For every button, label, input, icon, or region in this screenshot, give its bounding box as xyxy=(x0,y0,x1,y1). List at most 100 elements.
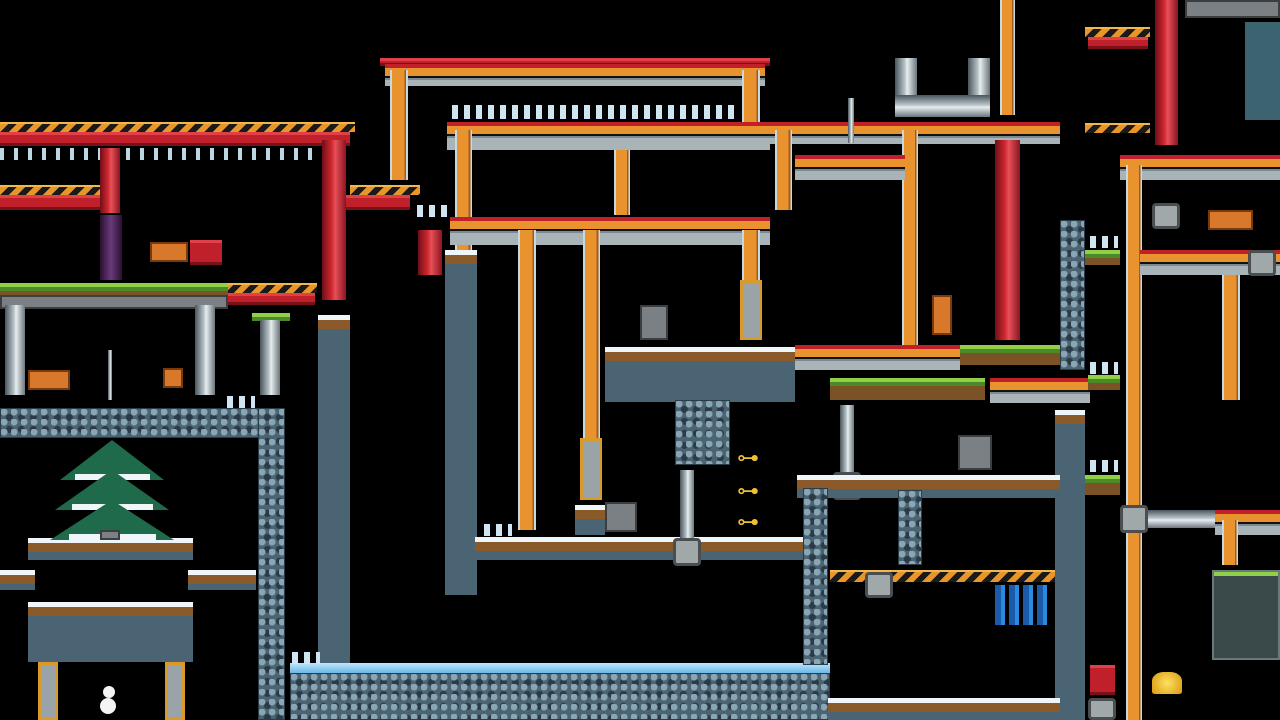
orange-pillar xyxy=(1000,0,1015,115)
red-pipe xyxy=(1155,0,1178,145)
pipe-joint xyxy=(865,572,893,598)
support-pillar xyxy=(195,305,215,395)
orange-pillar xyxy=(1126,165,1142,720)
hazard-beam xyxy=(225,283,317,293)
red-beam xyxy=(1088,37,1148,49)
grass-ledge xyxy=(1088,375,1120,390)
spikes xyxy=(1088,236,1118,248)
hazard-beam xyxy=(1085,27,1150,37)
block-row xyxy=(0,295,228,309)
orange-pillar xyxy=(902,130,918,355)
red-beam xyxy=(0,195,100,210)
pipe-joint xyxy=(673,538,701,566)
grass-ledge xyxy=(1085,250,1120,265)
arrow-sign-icon xyxy=(28,370,70,390)
girder xyxy=(385,64,765,86)
grass-ledge xyxy=(1085,475,1120,495)
orange-pillar xyxy=(742,70,760,130)
hazard-platform xyxy=(830,570,1055,582)
ice-floor xyxy=(290,663,830,673)
gold-pile-icon xyxy=(1152,672,1182,694)
sword-icon xyxy=(848,98,854,143)
spikes xyxy=(482,524,512,536)
sword-icon xyxy=(108,350,112,400)
red-pipe xyxy=(322,140,346,300)
grass-platform xyxy=(830,378,985,400)
grass-platform xyxy=(960,345,1060,365)
teal-panel xyxy=(1245,22,1280,120)
grass-platform xyxy=(0,283,228,295)
gray-frame xyxy=(1185,0,1280,18)
pipe-joint xyxy=(1152,203,1180,229)
red-beam xyxy=(330,195,410,210)
snowman-icon xyxy=(103,686,115,698)
spikes xyxy=(1088,362,1118,374)
hazard-beam xyxy=(350,185,420,195)
hazard-beam xyxy=(1085,123,1150,133)
snow-platform xyxy=(797,475,1060,498)
snow-pillar xyxy=(318,315,350,665)
blue-pipes xyxy=(995,585,1050,625)
orange-pillar xyxy=(390,70,408,180)
pipe-joint xyxy=(1120,505,1148,533)
key-icon: ⊶ xyxy=(737,510,759,535)
support-pillar xyxy=(5,305,25,395)
girder xyxy=(1120,155,1280,180)
gray-pipe xyxy=(680,470,694,540)
snow-platform xyxy=(475,537,805,560)
snow-platform xyxy=(0,570,35,590)
spikes xyxy=(1088,460,1118,472)
exit-door xyxy=(100,215,122,280)
magnet-icon xyxy=(190,240,222,265)
gray-block xyxy=(740,280,762,340)
red-barrel xyxy=(1090,665,1115,695)
stone-wall xyxy=(258,408,285,720)
snowman-icon xyxy=(100,698,116,714)
orange-pillar xyxy=(1222,520,1238,565)
tree-trunk xyxy=(100,530,120,540)
icicles xyxy=(0,148,320,160)
stone-pillar xyxy=(803,488,828,665)
gray-block xyxy=(165,662,185,720)
red-pipe xyxy=(100,148,120,213)
orange-pillar xyxy=(614,150,630,215)
machine xyxy=(1212,570,1280,660)
snow-floor xyxy=(828,698,1060,720)
hazard-beam xyxy=(0,122,355,132)
key-icon: ⊶ xyxy=(737,446,759,471)
support-pillar xyxy=(260,320,280,395)
girder xyxy=(450,217,770,245)
orange-pillar xyxy=(1222,260,1240,400)
gray-block xyxy=(38,662,58,720)
orange-pillar xyxy=(583,230,600,440)
pipe-joint xyxy=(1248,250,1276,276)
gray-block xyxy=(580,438,602,500)
stone-pillar xyxy=(898,490,922,565)
snow-platform xyxy=(28,538,193,560)
spikes xyxy=(225,396,255,408)
crossbow-icon xyxy=(640,305,668,340)
spikes xyxy=(415,205,450,217)
snow-platform xyxy=(605,347,795,402)
orange-pillar xyxy=(742,230,760,280)
arrow-sign-icon xyxy=(163,368,183,388)
arrow-sign-icon xyxy=(932,295,952,335)
arrow-sign-icon xyxy=(150,242,188,262)
snow-platform xyxy=(575,505,605,535)
girder xyxy=(447,122,770,150)
red-beam xyxy=(225,293,315,305)
stone-chunk xyxy=(675,400,730,465)
u-pipe-bottom xyxy=(895,95,990,117)
grass-platform xyxy=(252,313,290,321)
red-beam xyxy=(0,132,350,146)
snow-pillar xyxy=(1055,410,1085,720)
snow-pillar xyxy=(445,250,477,595)
red-pipe xyxy=(418,230,442,275)
girder xyxy=(795,155,905,180)
crossbow-icon xyxy=(958,435,992,470)
stone-wall xyxy=(0,408,285,438)
key-icon: ⊶ xyxy=(737,479,759,504)
crossbow-icon xyxy=(605,502,637,532)
gray-pipe xyxy=(840,405,854,475)
